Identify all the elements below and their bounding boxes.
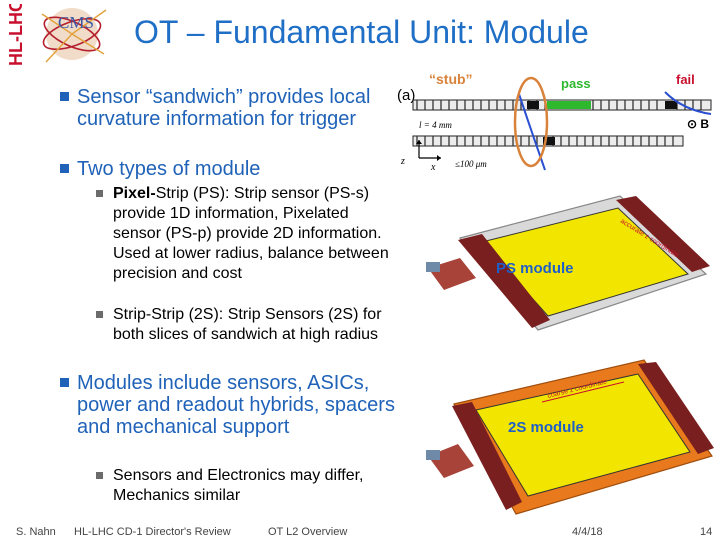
twos-module-figure: coarse z coordinate 2S module <box>426 359 714 515</box>
z-axis-label: z <box>400 156 405 167</box>
cms-logo-text: CMS <box>58 13 94 32</box>
bullet-sandwich: Sensor “sandwich” provides local curvatu… <box>60 86 390 130</box>
twos-module-label: 2S module <box>508 419 584 436</box>
panel-label: (a) <box>397 87 415 104</box>
hit-cell <box>543 137 555 145</box>
fail-label: fail <box>676 72 695 87</box>
spacing-label: l = 4 mm <box>419 120 452 130</box>
pixel-strip-bold: Pixel- <box>113 185 156 202</box>
footer-page-number: 14 <box>700 526 713 538</box>
pass-label: pass <box>561 76 591 91</box>
twos-hybrid-left <box>452 402 522 510</box>
bullet-sensors-electronics: Sensors and Electronics may differ, Mech… <box>96 466 386 506</box>
bullet-square-icon <box>96 472 103 479</box>
ps-module-figure: PS module accurate z coordinate <box>426 195 710 331</box>
coord-arrow-icon <box>541 381 625 403</box>
ps-module-label: PS module <box>496 260 574 277</box>
bullet-square-icon <box>60 378 69 387</box>
window-label: ≤100 μm <box>455 159 487 169</box>
twos-sensor <box>475 373 691 497</box>
footer-event: HL-LHC CD-1 Director's Review <box>74 526 231 538</box>
fail-track <box>664 91 712 115</box>
slide-title: OT – Fundamental Unit: Module <box>134 14 589 50</box>
ps-hybrid-left <box>458 234 550 328</box>
hit-cell <box>665 101 677 109</box>
stub-label: “stub” <box>429 71 473 87</box>
stub-track <box>518 93 546 171</box>
hit-cell <box>527 101 539 109</box>
hl-lhc-logo-text: HL-LHC <box>6 4 26 66</box>
bullet-pixel-strip: Pixel-Strip (PS): Strip sensor (PS-s) pr… <box>96 184 392 284</box>
bullet-square-icon <box>60 164 69 173</box>
bullet-square-icon <box>96 190 103 197</box>
hl-lhc-cms-logo: HL-LHC CMS <box>6 4 114 68</box>
x-axis-label: x <box>430 162 436 173</box>
twos-hybrid-right <box>638 362 714 454</box>
pass-window <box>547 101 591 109</box>
bullet-square-icon <box>60 92 69 101</box>
bullet-modules-include: Modules include sensors, ASICs, power an… <box>60 372 405 438</box>
stub-diagram: (a) “stub” pass fail l = 4 mm ≤100 μm ⊙ … <box>397 71 712 173</box>
pixel-strip-desc: Strip (PS): Strip sensor (PS-s) provide … <box>113 185 389 282</box>
ps-hybrid-right <box>616 196 710 272</box>
footer-author: S. Nahn <box>16 526 56 538</box>
twos-connector <box>428 444 474 478</box>
bullet-strip-strip: Strip-Strip (2S): Strip Sensors (2S) for… <box>96 305 392 345</box>
footer-talk: OT L2 Overview <box>268 526 348 538</box>
bullet-square-icon <box>96 311 103 318</box>
bullet-two-types: Two types of module <box>60 158 360 180</box>
ps-connector-pin <box>426 262 440 272</box>
footer-date: 4/4/18 <box>572 526 603 538</box>
bfield-label: ⊙ B <box>687 117 709 131</box>
twos-connector-pin <box>426 450 440 460</box>
stub-ellipse <box>513 76 549 168</box>
